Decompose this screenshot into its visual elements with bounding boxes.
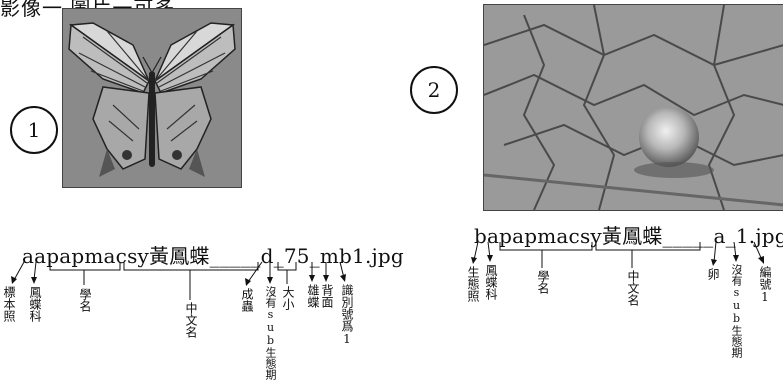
- label-id: 識別號爲1: [340, 284, 354, 346]
- label-back: 背面: [320, 284, 334, 308]
- label-family-2: 鳳蝶科: [484, 264, 498, 300]
- label-number: 編號1: [758, 266, 772, 304]
- label-chinese-2: 中文名: [626, 270, 640, 306]
- arrow-specimen: [14, 262, 24, 280]
- label-scientific-2: 學名: [536, 270, 550, 294]
- label-egg: 卵: [706, 268, 720, 280]
- label-male: 雄蝶: [306, 284, 320, 308]
- label-family: 鳳蝶科: [28, 286, 42, 322]
- label-no-sub-2: 沒有sub生態期: [730, 264, 743, 358]
- bracket-scientific: [50, 262, 120, 270]
- label-chinese: 中文名: [184, 302, 198, 338]
- label-no-sub-1: 沒有sub生態期: [264, 286, 277, 380]
- label-adult: 成蟲: [240, 288, 254, 312]
- label-scientific: 學名: [78, 288, 92, 312]
- label-specimen: 標本照: [2, 286, 16, 322]
- bracket-chinese: [124, 262, 258, 270]
- label-size: 大小: [281, 286, 295, 310]
- bracket-scientific-2: [500, 242, 592, 250]
- bracket-size: [278, 262, 296, 270]
- arrow-adult: [248, 262, 262, 282]
- arrow-egg: [714, 242, 716, 262]
- arrow-eco: [474, 242, 478, 260]
- bracket-chinese-2: [596, 242, 700, 250]
- label-eco: 生態照: [466, 266, 480, 302]
